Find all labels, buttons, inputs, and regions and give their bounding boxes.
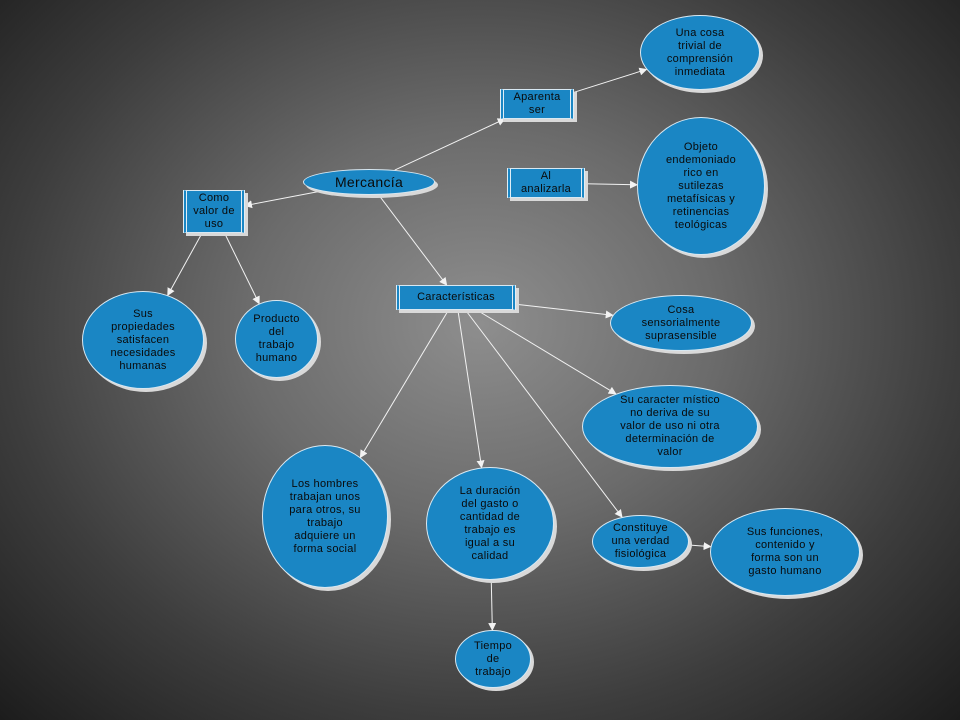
node-objeto-endemoniado[interactable]: Objeto endemoniado rico en sutilezas met… [637, 117, 765, 255]
node-la-duracion-del-gasto[interactable]: La duración del gasto o cantidad de trab… [426, 467, 554, 580]
connector-caracteristicas-to-caracter_mistico [476, 309, 617, 395]
node-cosa-trivial[interactable]: Una cosa trivial de comprensión inmediat… [640, 15, 760, 90]
node-caracteristicas[interactable]: Características [396, 285, 516, 310]
node-como-valor-de-uso[interactable]: Como valor de uso [183, 190, 245, 233]
connector-mercancia-to-como_valor_uso [244, 190, 322, 209]
connector-aparenta_ser-to-cosa_trivial [573, 67, 648, 93]
node-sus-propiedades[interactable]: Sus propiedades satisfacen necesidades h… [82, 291, 204, 389]
node-aparenta-ser[interactable]: Aparenta ser [500, 89, 574, 119]
connector-caracteristicas-to-verdad_fisiologica [465, 309, 623, 518]
connector-caracteristicas-to-cosa_sensorialmente [515, 303, 614, 319]
node-tiempo-de-trabajo[interactable]: Tiempo de trabajo [455, 630, 531, 688]
connector-al_analizarla-to-objeto_endemoniado [584, 180, 639, 189]
node-sus-funciones[interactable]: Sus funciones, contenido y forma son un … [710, 508, 860, 596]
connector-como_valor_uso-to-sus_propiedades [167, 232, 203, 297]
connector-verdad_fisiologica-to-sus_funciones [688, 542, 712, 551]
node-producto-del-trabajo[interactable]: Producto del trabajo humano [235, 300, 318, 378]
node-al-analizarla[interactable]: Al analizarla [507, 168, 585, 198]
connector-caracteristicas-to-hombres_trabajan [359, 309, 449, 459]
connector-mercancia-to-caracteristicas [378, 194, 448, 286]
node-cosa-sensorialmente[interactable]: Cosa sensorialmente suprasensible [610, 295, 752, 351]
node-caracter-mistico[interactable]: Su caracter místico no deriva de su valo… [582, 385, 758, 468]
connector-duracion_gasto-to-tiempo_trabajo [488, 579, 497, 632]
node-los-hombres-trabajan[interactable]: Los hombres trabajan unos para otros, su… [262, 445, 388, 588]
node-verdad-fisiologica[interactable]: Constituye una verdad fisiológica [592, 515, 689, 568]
connector-como_valor_uso-to-producto_trabajo [224, 232, 260, 305]
node-mercancia[interactable]: Mercancía [303, 169, 435, 195]
connector-mercancia-to-aparenta_ser [394, 118, 506, 171]
connector-caracteristicas-to-duracion_gasto [457, 309, 485, 469]
